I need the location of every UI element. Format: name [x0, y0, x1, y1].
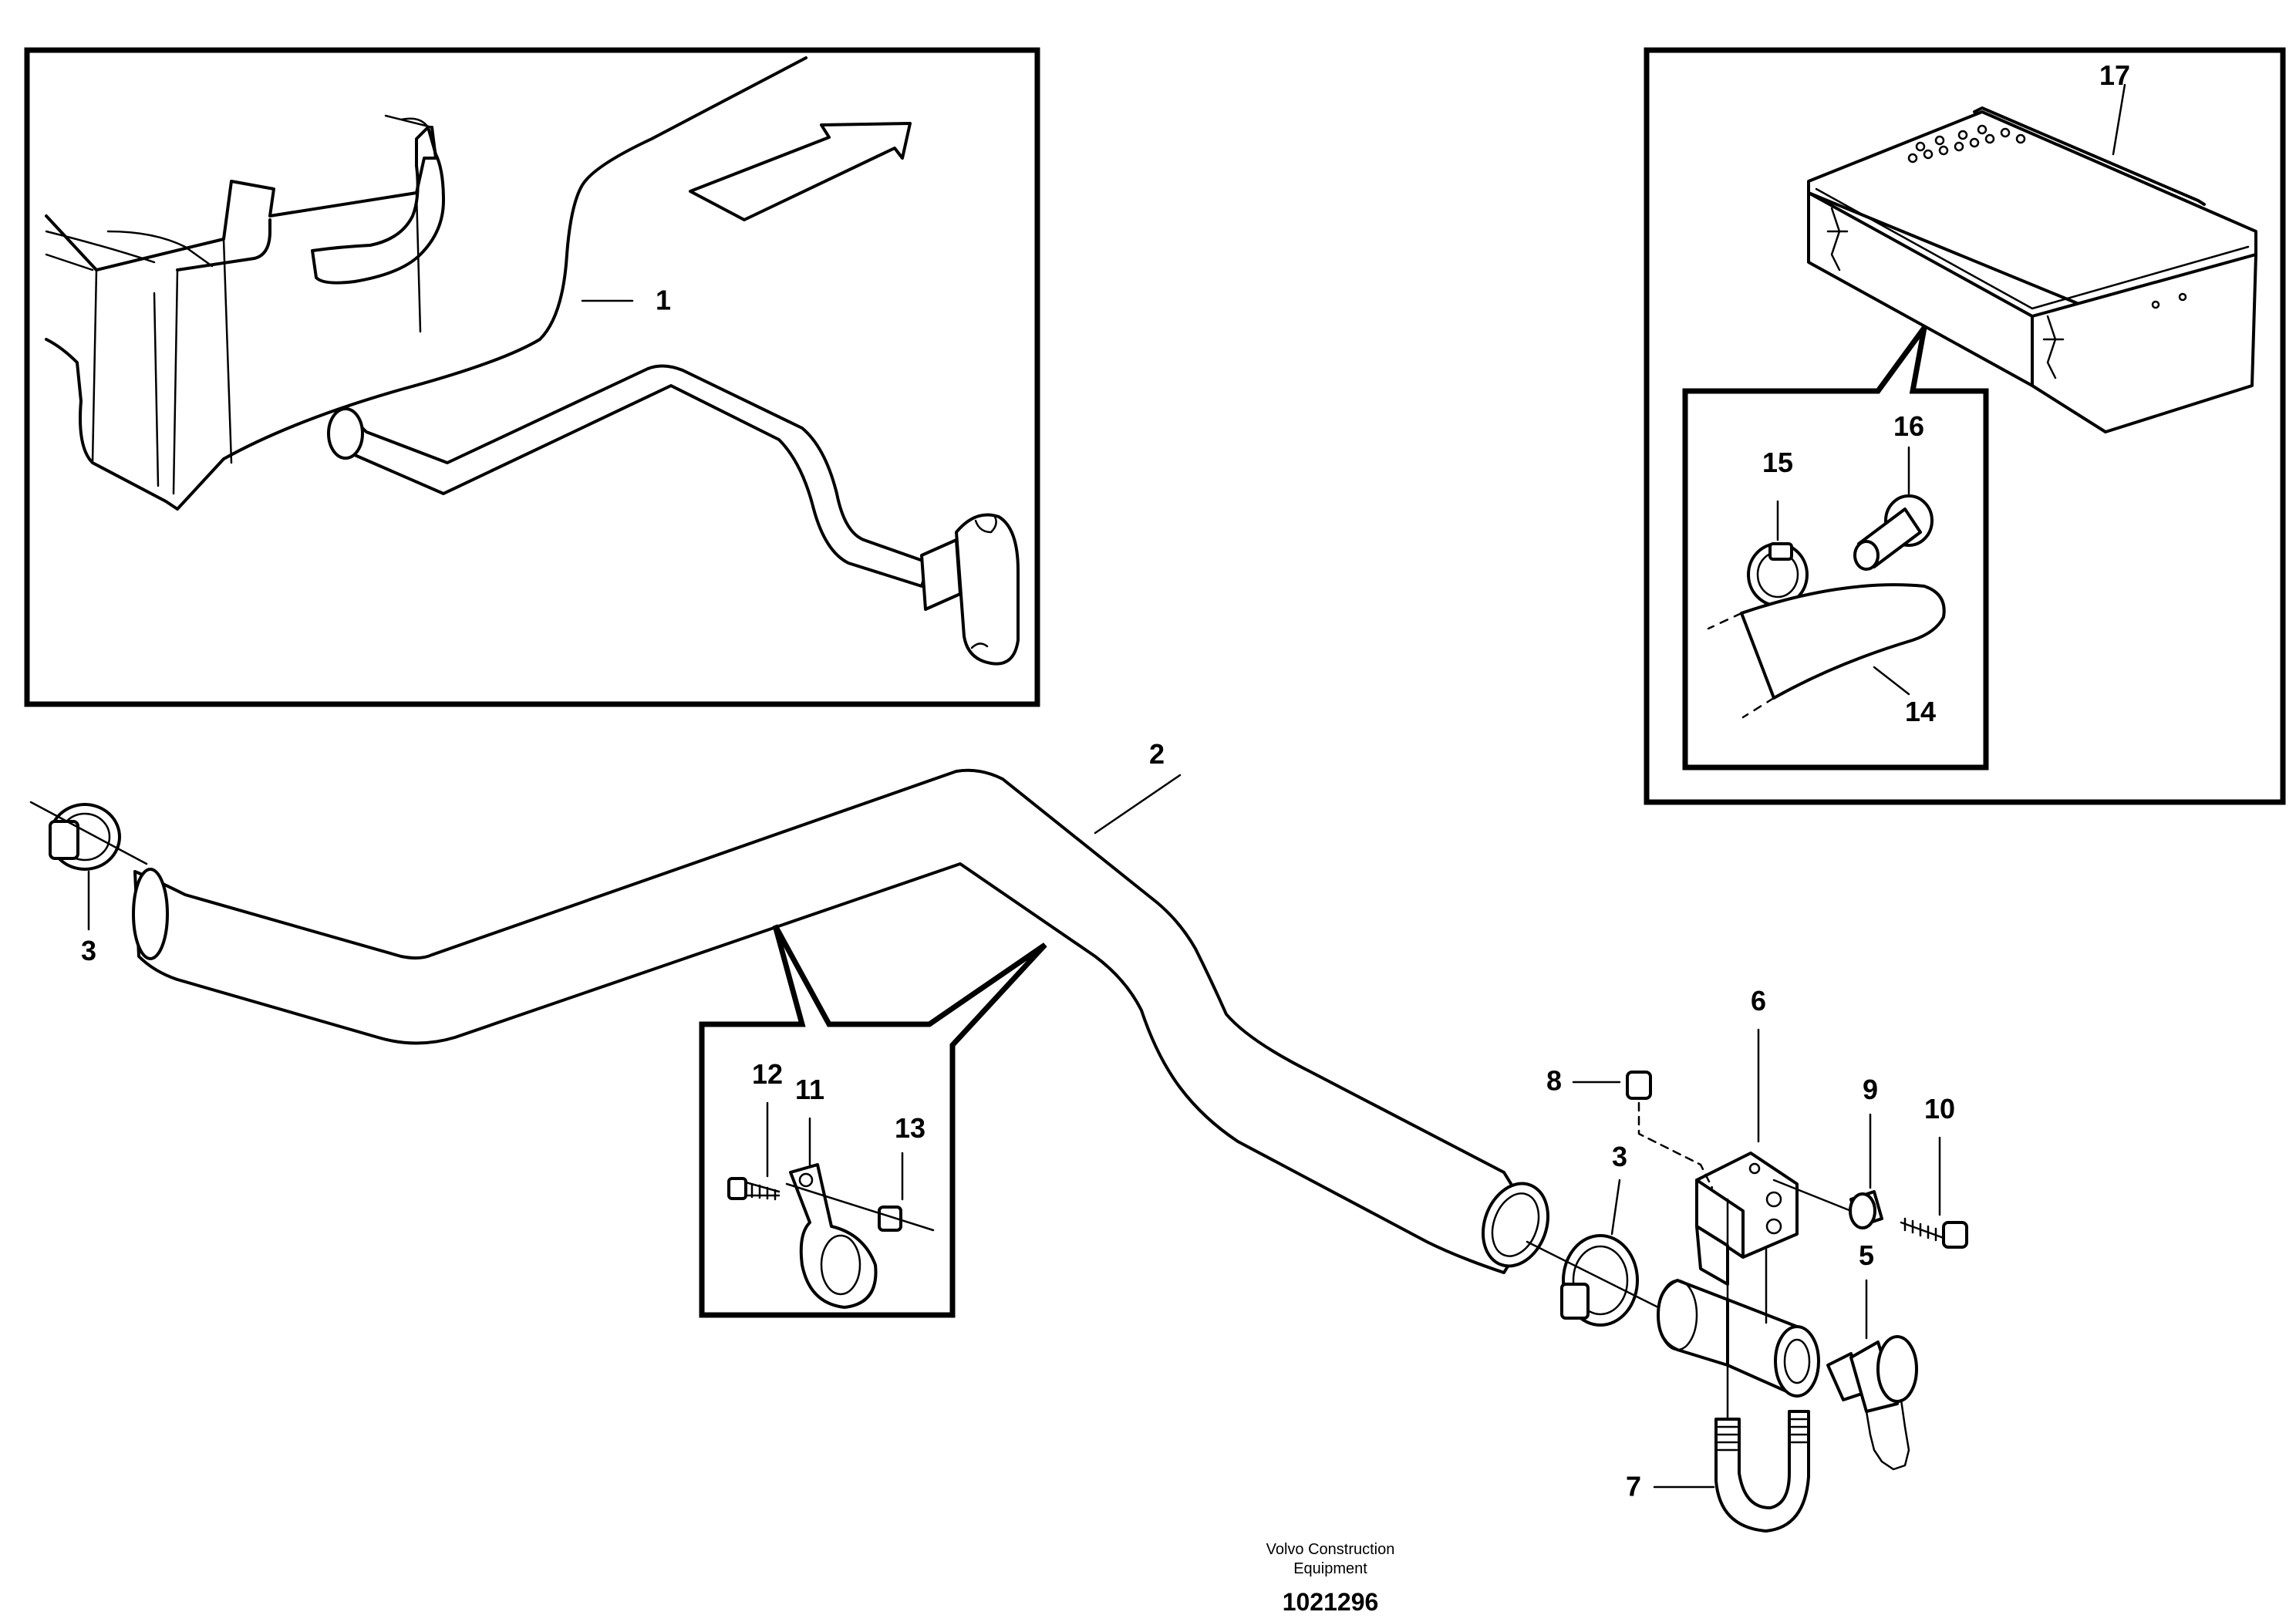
part-13-nut	[785, 1182, 935, 1232]
callout-9: 9	[1863, 1074, 1878, 1105]
toolbox-holes	[1907, 124, 2026, 164]
part-14-hose	[1707, 583, 1946, 719]
part-16-nipple	[1853, 494, 1934, 571]
part-10-bolt	[1900, 1217, 1968, 1249]
inset-tool-box: 17 15 16 14	[1644, 47, 2286, 805]
part-11-p-clip	[789, 1163, 878, 1309]
part-15-hose-clamp	[1747, 542, 1809, 607]
callout-13: 13	[895, 1112, 925, 1144]
company-name-line1: Volvo Construction	[1266, 1541, 1395, 1558]
inset-drain-bracket	[920, 513, 1020, 666]
toolbox-latch-left	[1826, 207, 1849, 271]
callout-15: 15	[1762, 447, 1793, 478]
callout-3a: 3	[81, 935, 96, 966]
callout-12: 12	[752, 1058, 783, 1090]
toolbox-latch-right	[2042, 315, 2065, 379]
toolbox-drawing	[1807, 106, 2257, 433]
part-8-nut	[1626, 1071, 1714, 1189]
drawing-number: 1021296	[1283, 1588, 1379, 1616]
part-2-drain-hose	[132, 768, 1550, 1274]
part-6-bracket	[1695, 1152, 1799, 1286]
detail-box-parts	[1682, 325, 1989, 771]
inset-drain-hose	[327, 364, 931, 588]
callout-7: 7	[1626, 1471, 1641, 1502]
leader-2	[1094, 774, 1182, 835]
part-5-drain-valve	[1826, 1335, 1918, 1471]
leader-17	[2112, 83, 2126, 156]
part-3-hose-clamp-left	[29, 801, 148, 871]
callout-10: 10	[1924, 1093, 1955, 1125]
inset-oil-pan: 1	[24, 47, 1040, 707]
callout-17: 17	[2099, 59, 2130, 91]
detail-box-clip	[699, 924, 1047, 1318]
callout-11: 11	[795, 1074, 824, 1105]
direction-arrow-icon	[689, 122, 912, 221]
part-4-adapter	[1657, 1279, 1820, 1398]
callout-6: 6	[1751, 985, 1766, 1017]
part-9-spacer	[1772, 1179, 1883, 1229]
part-3-hose-clamp-right	[1560, 1234, 1639, 1327]
callout-8: 8	[1546, 1065, 1562, 1097]
callout-3b: 3	[1612, 1141, 1627, 1172]
leader-14	[1873, 666, 1910, 696]
company-name-line2: Equipment	[1293, 1560, 1367, 1577]
callout-16: 16	[1893, 410, 1924, 442]
callout-2: 2	[1149, 738, 1165, 770]
leader-3b	[1610, 1179, 1621, 1236]
callout-1: 1	[656, 285, 671, 316]
part-12-bolt	[727, 1177, 781, 1201]
part-7-u-bolt	[1714, 1198, 1810, 1533]
callout-5: 5	[1859, 1239, 1874, 1271]
callout-14: 14	[1905, 696, 1936, 727]
inset-frame-right	[1644, 47, 2286, 805]
oil-pan-drawing	[45, 56, 807, 511]
inset-frame-left	[24, 47, 1040, 707]
